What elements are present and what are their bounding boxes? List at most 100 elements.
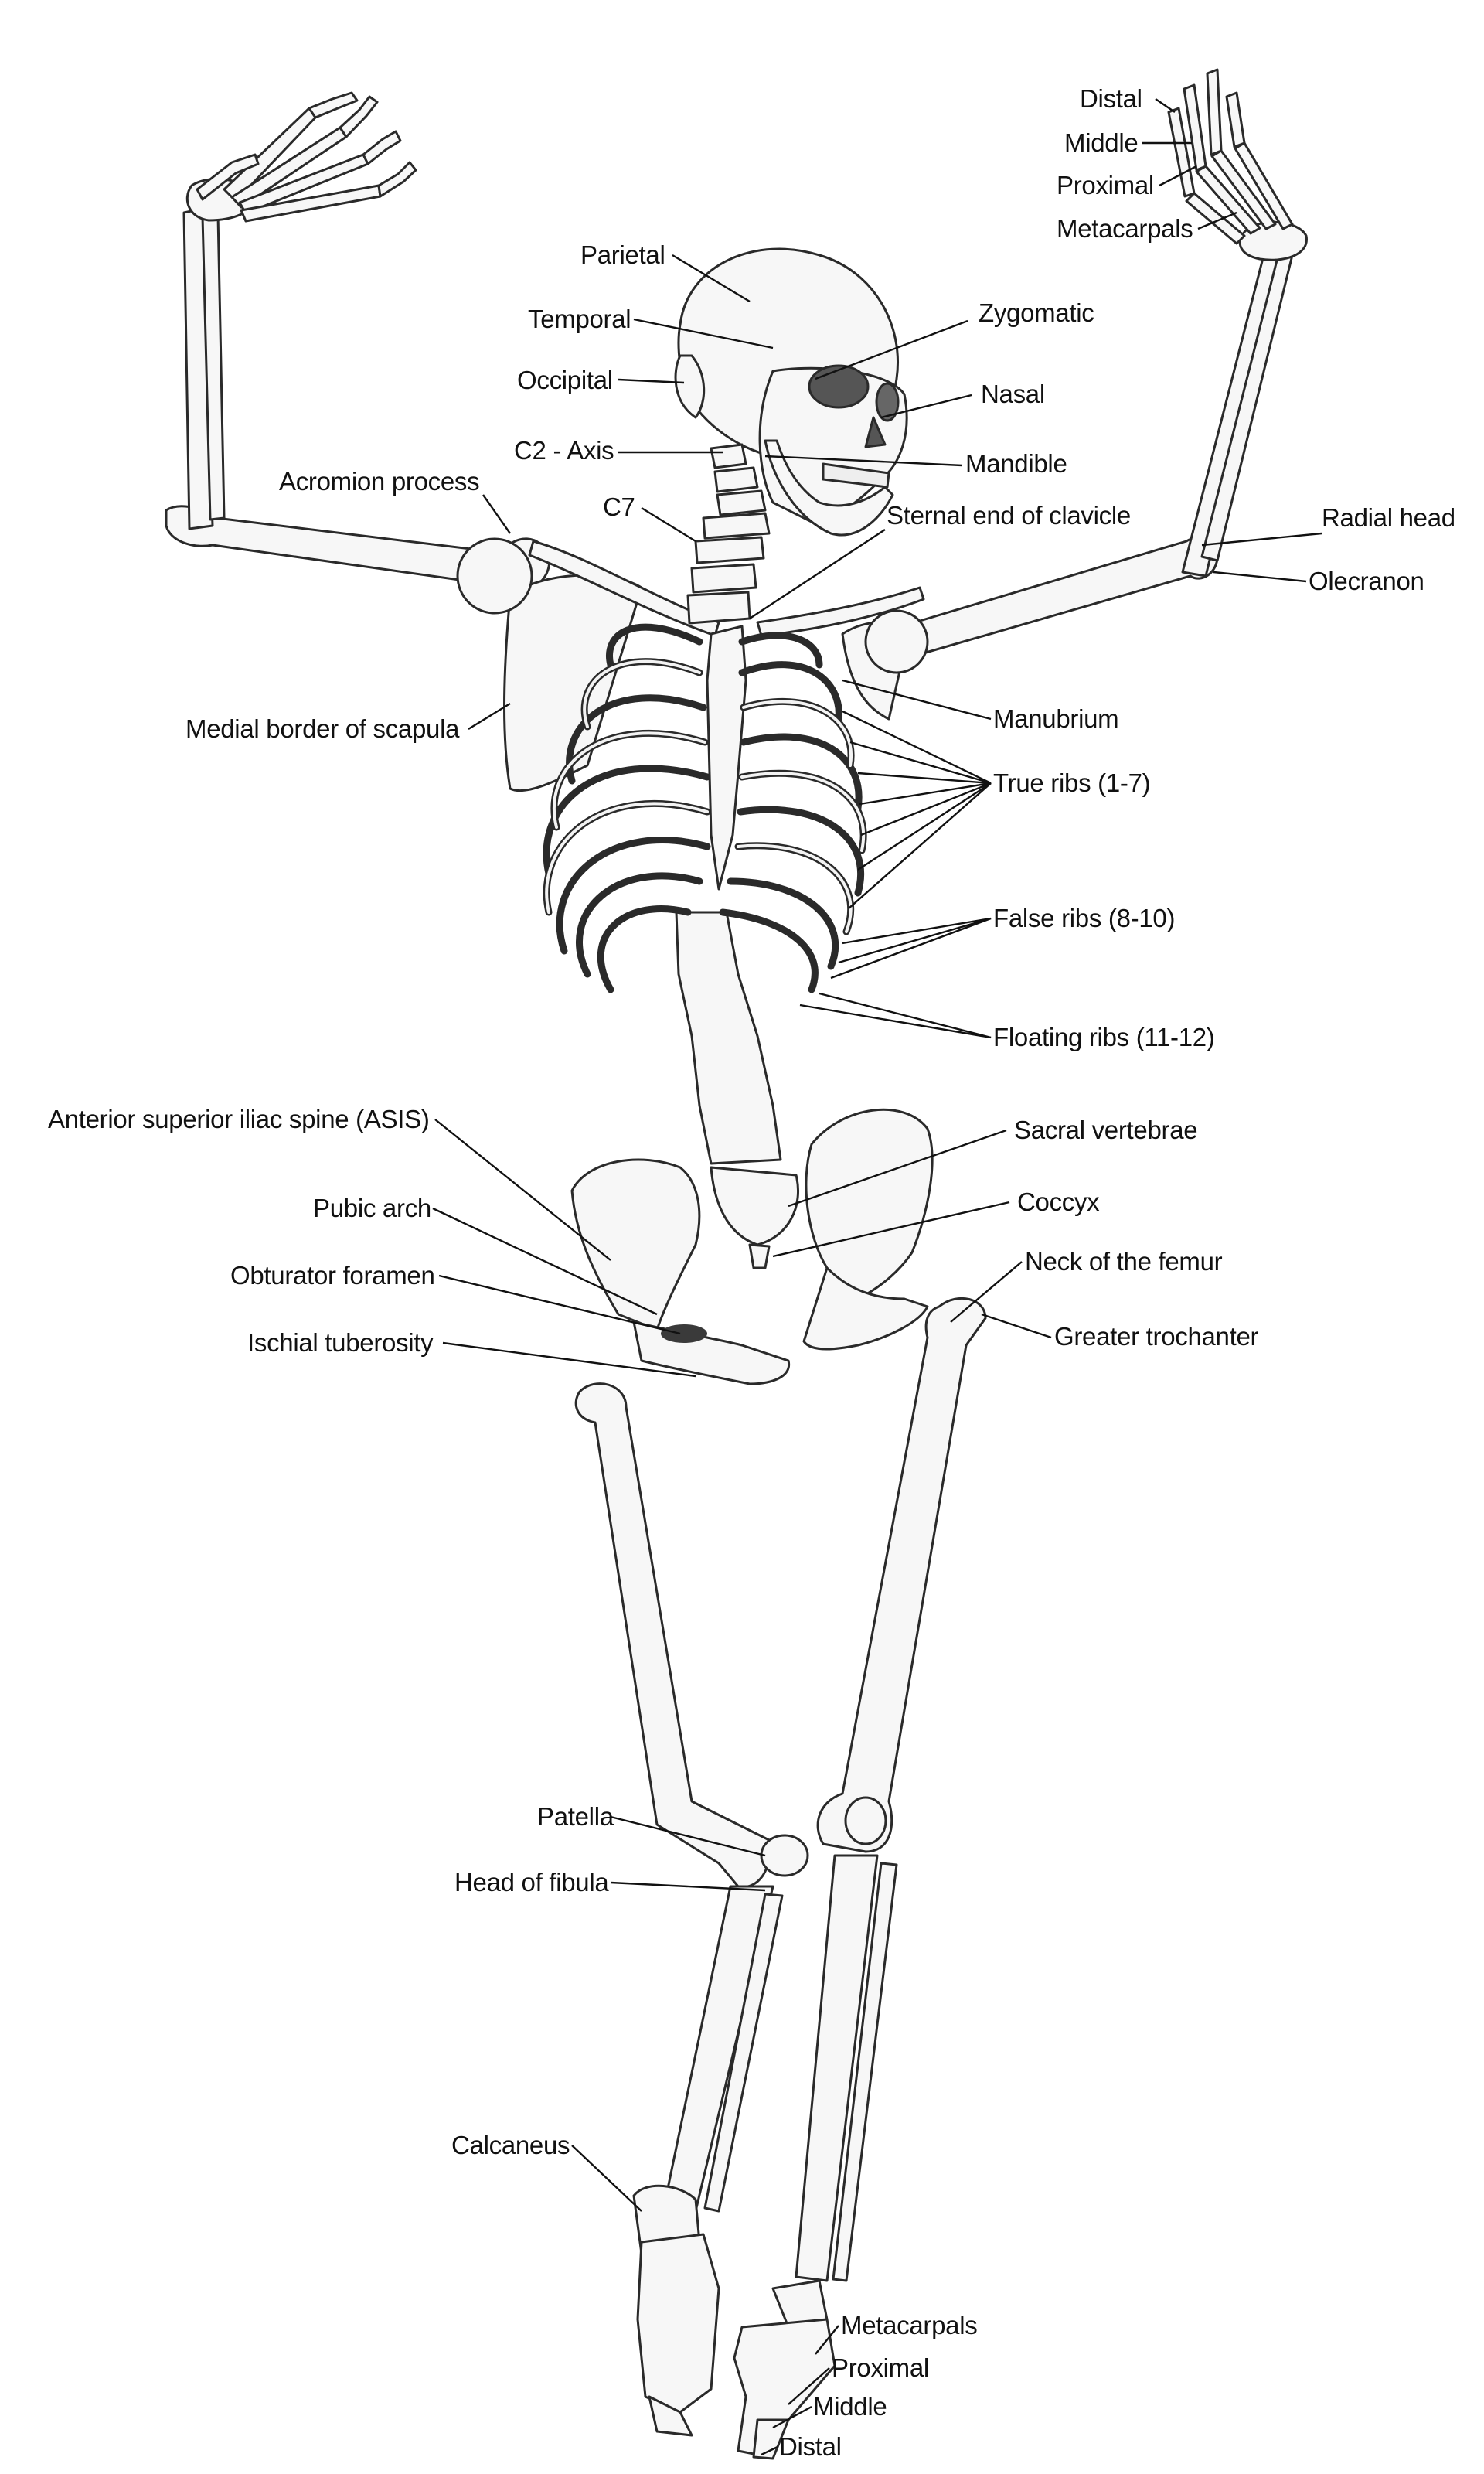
leader-proximal-hand bbox=[1159, 165, 1197, 187]
label-parietal: Parietal bbox=[580, 240, 665, 269]
left-ribs bbox=[543, 623, 711, 993]
leader-acromion bbox=[482, 494, 511, 534]
coccyx-bone bbox=[748, 1243, 771, 1269]
right-toes bbox=[752, 2418, 790, 2460]
orbit-far bbox=[875, 382, 900, 422]
left-toes bbox=[648, 2395, 693, 2437]
label-patella: Patella bbox=[537, 1802, 614, 1831]
leader-parietal bbox=[672, 254, 751, 303]
label-sternal-clavicle: Sternal end of clavicle bbox=[887, 501, 1131, 530]
right-clavicle bbox=[756, 586, 925, 637]
label-calcaneus: Calcaneus bbox=[451, 2131, 570, 2159]
leader-middle-foot bbox=[772, 2405, 812, 2429]
label-medial-scapula: Medial border of scapula bbox=[186, 714, 460, 743]
leader-false-rib-2 bbox=[838, 917, 992, 964]
leader-patella bbox=[610, 1815, 766, 1857]
label-false-ribs: False ribs (8-10) bbox=[993, 904, 1176, 932]
leader-pubic-arch bbox=[432, 1207, 658, 1316]
leader-medial-scapula bbox=[468, 702, 511, 731]
label-olecranon: Olecranon bbox=[1309, 567, 1424, 595]
label-acromion: Acromion process bbox=[279, 467, 480, 496]
left-foot bbox=[636, 2233, 720, 2414]
left-finger-3 bbox=[362, 130, 402, 165]
leader-true-rib-3 bbox=[857, 772, 992, 785]
left-finger-1 bbox=[308, 91, 359, 119]
label-neck-femur: Neck of the femur bbox=[1025, 1247, 1223, 1276]
right-finger-4 bbox=[1225, 91, 1246, 148]
leader-distal-hand bbox=[1155, 98, 1176, 113]
pelvis bbox=[570, 1108, 934, 1385]
leader-metacarpals-hand bbox=[1197, 211, 1237, 230]
label-middle-hand: Middle bbox=[1064, 128, 1139, 157]
sternum bbox=[706, 625, 747, 891]
right-ribs bbox=[719, 632, 867, 993]
leader-true-rib-1 bbox=[842, 710, 992, 785]
label-proximal-foot: Proximal bbox=[832, 2353, 929, 2382]
leader-radial-head bbox=[1201, 532, 1322, 547]
label-true-ribs: True ribs (1-7) bbox=[993, 768, 1151, 797]
label-proximal-hand: Proximal bbox=[1057, 171, 1154, 199]
occipital-region bbox=[674, 354, 706, 419]
left-fibula bbox=[703, 1893, 784, 2213]
label-sacral: Sacral vertebrae bbox=[1014, 1116, 1198, 1144]
leader-false-rib-3 bbox=[830, 917, 992, 980]
label-radial-head: Radial head bbox=[1322, 503, 1455, 532]
leader-coccyx bbox=[772, 1201, 1010, 1258]
leader-greater-trochanter bbox=[981, 1313, 1052, 1339]
leader-olecranon bbox=[1213, 571, 1307, 583]
label-nasal: Nasal bbox=[981, 380, 1045, 408]
teeth bbox=[822, 462, 890, 489]
label-metacarpals-hand: Metacarpals bbox=[1057, 214, 1193, 243]
leader-c7 bbox=[641, 506, 696, 543]
leader-sacral bbox=[788, 1129, 1007, 1208]
leader-temporal bbox=[633, 318, 774, 349]
leader-false-rib-1 bbox=[842, 917, 992, 945]
leader-true-rib-7 bbox=[848, 782, 992, 909]
leader-floating-rib-2 bbox=[799, 1004, 992, 1039]
leader-calcaneus bbox=[571, 2145, 642, 2212]
mandible-bone bbox=[764, 439, 894, 537]
right-ilium bbox=[805, 1108, 934, 1300]
right-femur bbox=[816, 1297, 987, 1853]
left-femur bbox=[574, 1382, 771, 1889]
leader-occipital bbox=[618, 378, 685, 384]
leader-true-rib-6 bbox=[857, 782, 992, 871]
leader-obturator bbox=[438, 1274, 681, 1335]
leader-head-fibula bbox=[610, 1881, 766, 1892]
leader-manubrium bbox=[842, 679, 992, 721]
right-arm-bones bbox=[860, 68, 1308, 667]
leader-sternal-clavicle bbox=[749, 528, 886, 620]
label-distal-hand: Distal bbox=[1080, 84, 1142, 113]
cervical-vertebra-4 bbox=[702, 512, 771, 540]
leader-neck-femur bbox=[950, 1261, 1023, 1323]
obturator-hole bbox=[661, 1324, 707, 1343]
skull bbox=[674, 247, 908, 537]
label-mandible: Mandible bbox=[965, 449, 1067, 478]
leader-nasal bbox=[880, 394, 972, 419]
label-head-fibula: Head of fibula bbox=[454, 1868, 609, 1896]
left-patella bbox=[760, 1834, 809, 1877]
left-arm-bones bbox=[165, 91, 551, 591]
leader-ischial bbox=[442, 1341, 696, 1378]
label-coccyx: Coccyx bbox=[1017, 1188, 1100, 1216]
lumbar-spine bbox=[675, 911, 782, 1165]
right-pubis bbox=[802, 1266, 929, 1351]
label-temporal: Temporal bbox=[528, 305, 631, 333]
cervical-vertebra-3 bbox=[716, 489, 767, 516]
leader-zygomatic bbox=[815, 319, 968, 380]
leader-mandible bbox=[764, 455, 963, 467]
right-humeral-head bbox=[864, 609, 929, 674]
leader-proximal-foot bbox=[788, 2367, 830, 2405]
label-asis: Anterior superior iliac spine (ASIS) bbox=[48, 1105, 430, 1133]
leader-floating-rib-1 bbox=[819, 992, 992, 1039]
cervical-vertebra-1 bbox=[710, 443, 747, 469]
spine bbox=[675, 443, 800, 1269]
label-floating-ribs: Floating ribs (11-12) bbox=[993, 1023, 1215, 1051]
label-obturator: Obturator foramen bbox=[230, 1261, 435, 1290]
label-occipital: Occipital bbox=[517, 366, 613, 394]
left-finger-4 bbox=[377, 161, 417, 198]
left-humeral-head bbox=[456, 537, 533, 615]
